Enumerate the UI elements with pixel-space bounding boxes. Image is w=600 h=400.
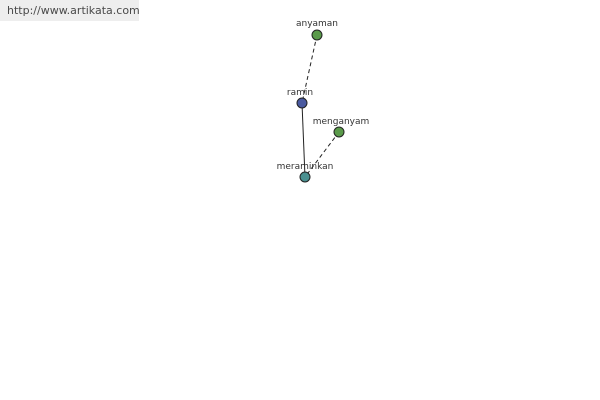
node-label-menganyam: menganyam bbox=[313, 117, 370, 127]
edge-ramin-meraminkan bbox=[301, 102, 306, 178]
node-label-ramin: ramin bbox=[287, 88, 313, 98]
edges-layer bbox=[301, 34, 340, 178]
edge-anyaman-ramin bbox=[301, 34, 318, 104]
nodes-layer: anyaman ramin menganyam meraminkan bbox=[277, 19, 370, 183]
node-menganyam[interactable] bbox=[333, 126, 345, 138]
site-link[interactable]: http://www.artikata.com bbox=[7, 4, 140, 17]
node-ramin[interactable] bbox=[296, 97, 308, 109]
edge-menganyam-meraminkan bbox=[304, 131, 340, 178]
node-label-meraminkan: meraminkan bbox=[277, 162, 334, 172]
node-meraminkan[interactable] bbox=[299, 171, 311, 183]
site-banner: http://www.artikata.com bbox=[0, 0, 140, 21]
node-anyaman[interactable] bbox=[311, 29, 323, 41]
node-label-anyaman: anyaman bbox=[296, 19, 338, 29]
